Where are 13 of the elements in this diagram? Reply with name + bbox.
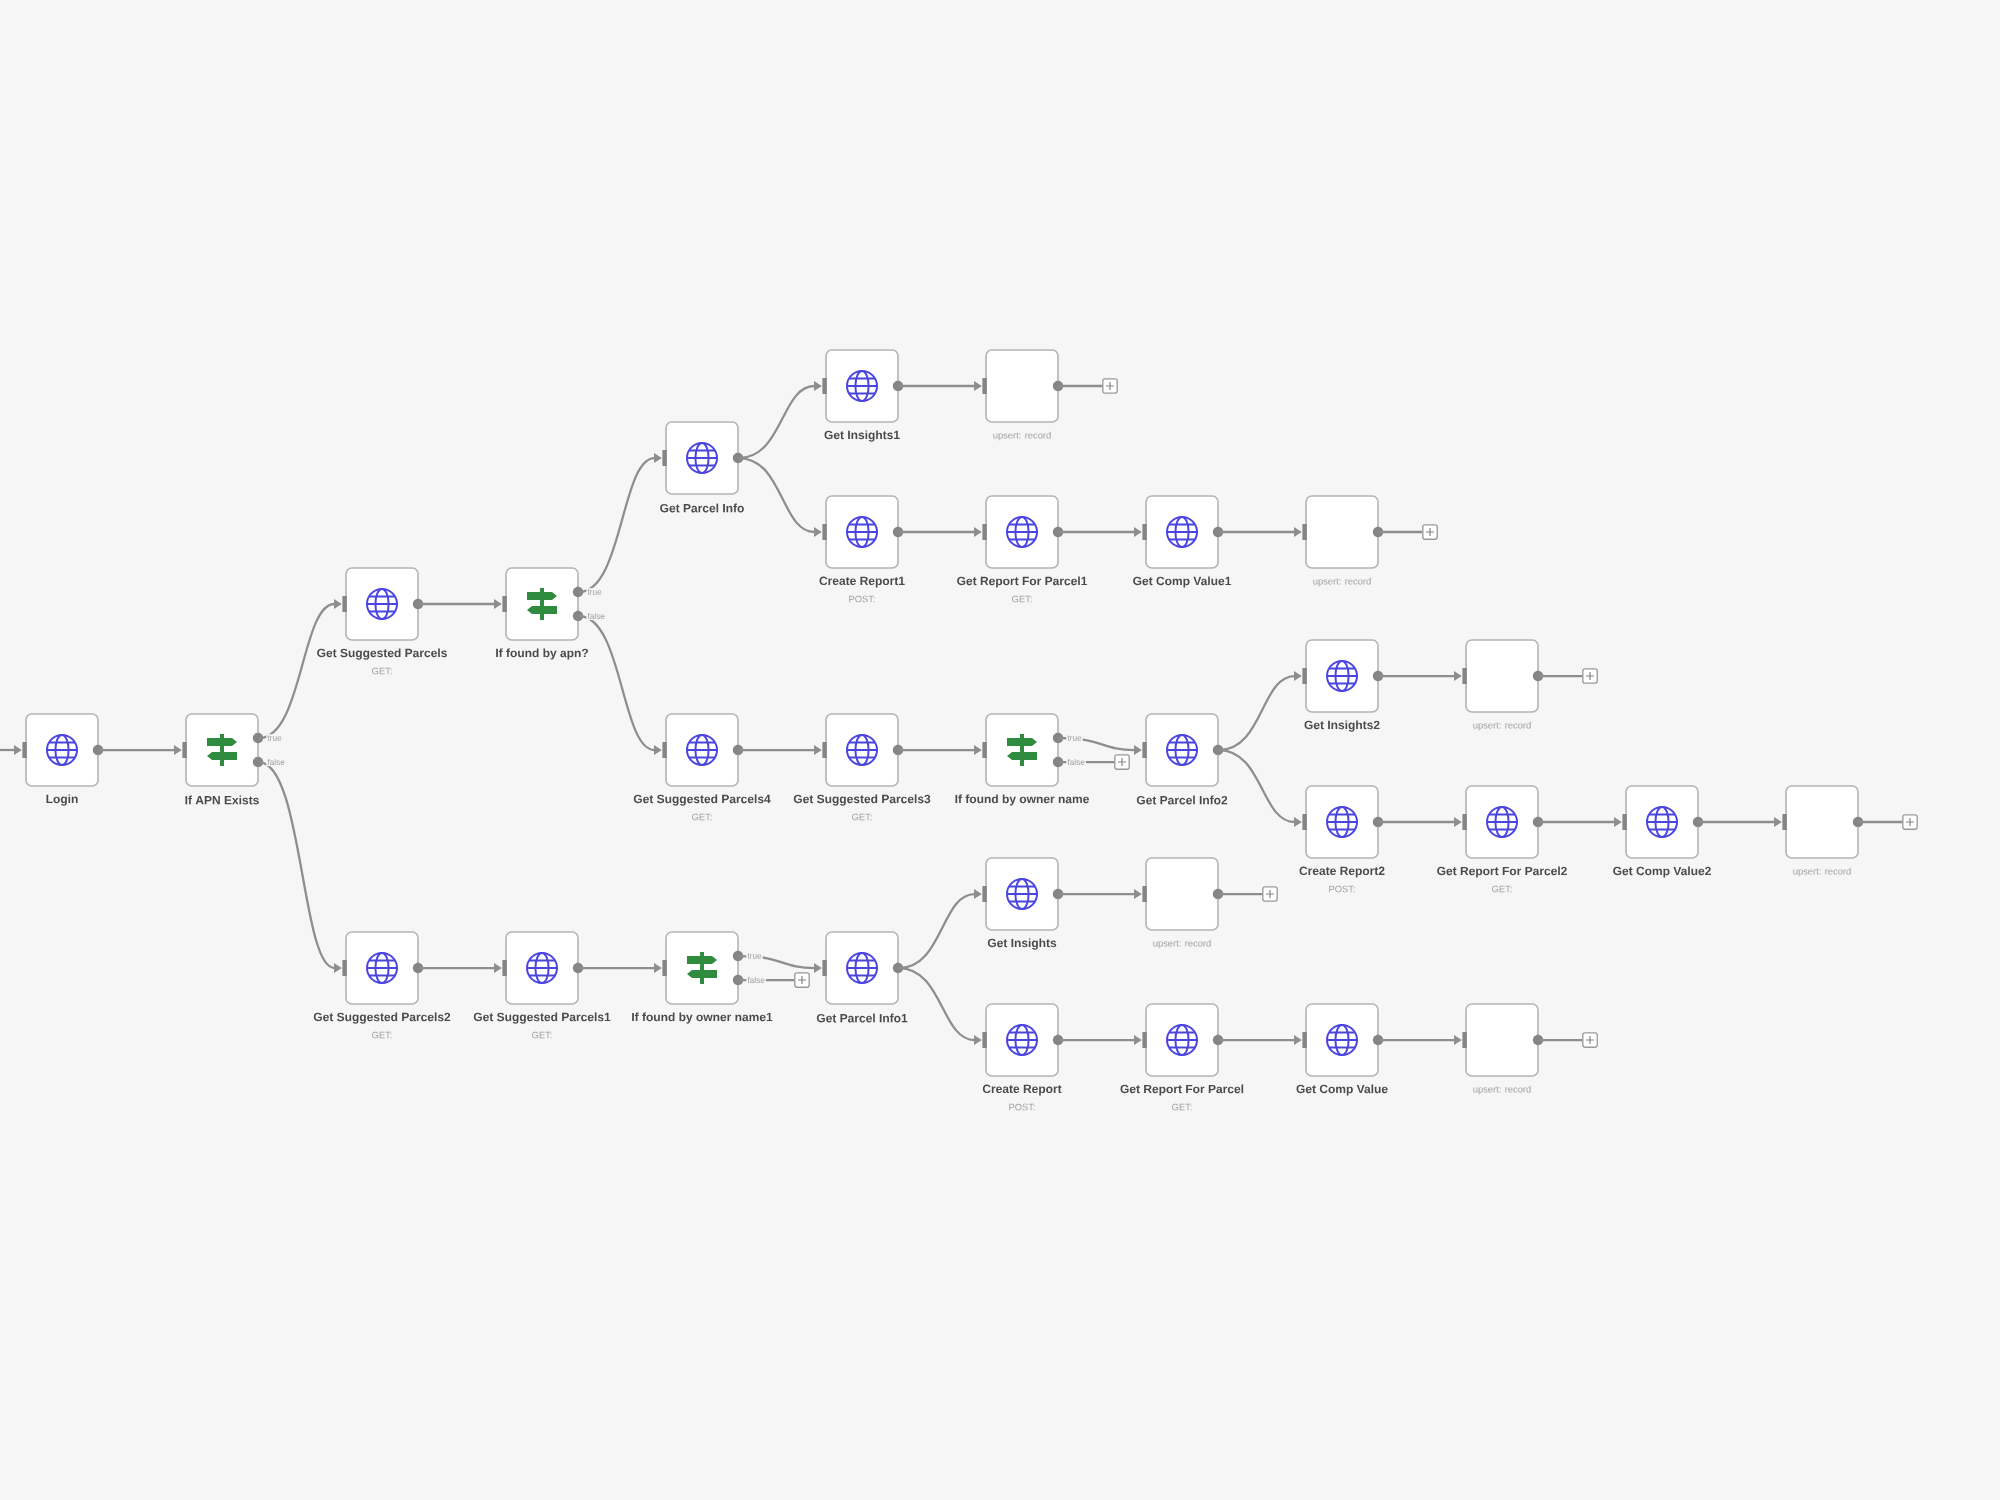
arrow [738,380,822,460]
connector-line [1858,820,1903,824]
connector-line [1378,530,1423,534]
connector-line [1218,892,1263,896]
connector-line [1538,1038,1583,1042]
connector-line [738,978,795,982]
arrow [258,598,342,740]
connector-line [1058,384,1103,388]
connector-line [1058,760,1115,764]
arrow [898,888,982,970]
arrow [1218,670,1302,752]
arrow [578,452,662,594]
connector-line [1538,674,1583,678]
